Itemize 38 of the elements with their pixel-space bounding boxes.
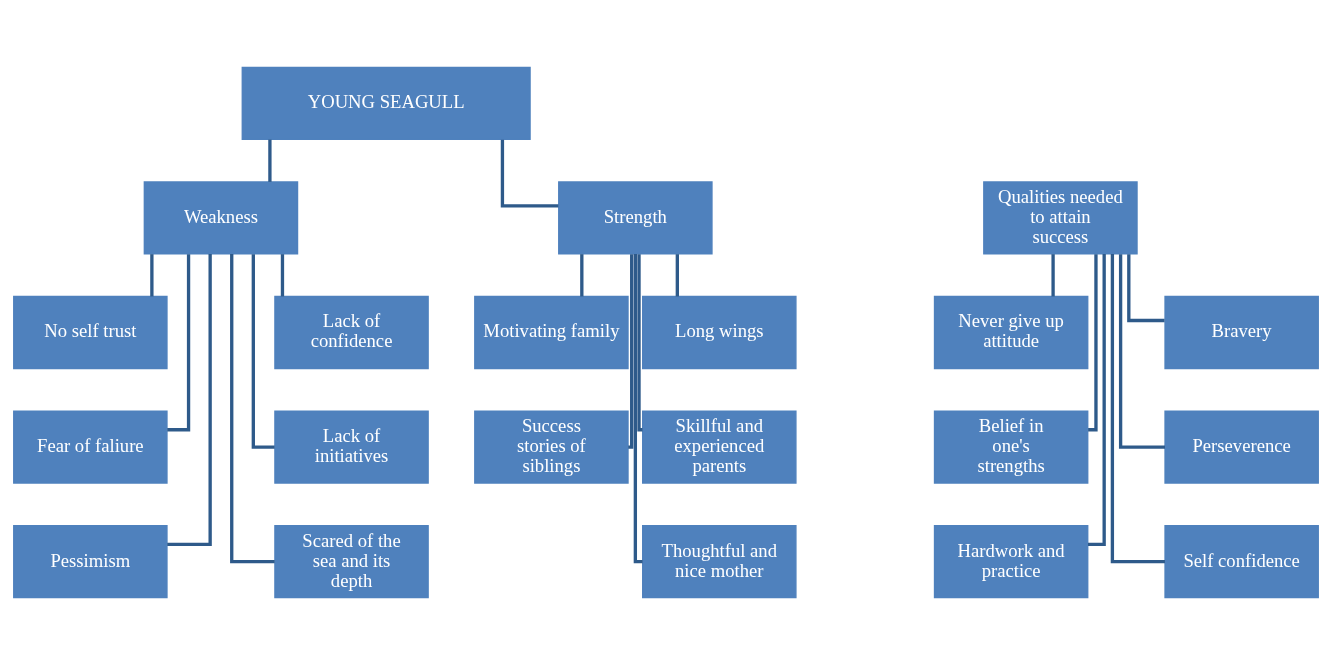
connector: [637, 253, 643, 431]
node-box: Motivating family: [474, 295, 629, 369]
connector: [1087, 253, 1106, 546]
connector: [1110, 253, 1165, 563]
node-box: Belief in one's strengths: [933, 409, 1089, 484]
connector: [675, 253, 679, 296]
node-box: Qualities needed to attain success: [983, 180, 1138, 255]
node-box: YOUNG SEAGULL: [241, 66, 531, 140]
connector: [628, 253, 634, 449]
connector: [1051, 253, 1055, 296]
node-box: No self trust: [13, 295, 168, 369]
node-box: Strength: [558, 180, 713, 255]
connector: [633, 253, 643, 563]
node-box: Never give up attitude: [933, 295, 1089, 369]
node-box: Long wings: [642, 295, 797, 369]
node-box: Perseverence: [1164, 409, 1319, 484]
node-box: Skillful and experienced parents: [642, 409, 797, 484]
connector: [150, 253, 154, 296]
connector: [280, 253, 285, 296]
node-box: Pessimism: [13, 524, 168, 598]
connector: [1088, 253, 1098, 431]
node-box: Self confidence: [1164, 524, 1319, 598]
connector: [167, 253, 212, 546]
node-box: Hardwork and practice: [933, 524, 1089, 598]
node-box: Weakness: [143, 180, 299, 255]
connector: [1127, 253, 1165, 322]
connector: [1118, 253, 1165, 449]
node-box: Bravery: [1164, 295, 1319, 369]
connector: [580, 253, 584, 296]
node-box: Fear of faliure: [13, 409, 168, 484]
node-box: Success stories of siblings: [474, 409, 629, 484]
connector: [500, 139, 559, 208]
node-box: Scared of the sea and its depth: [274, 524, 429, 598]
connector: [230, 253, 275, 563]
node-box: Lack of confidence: [274, 295, 429, 369]
node-box: Lack of initiatives: [274, 409, 429, 484]
connector: [268, 139, 272, 182]
node-box: Thoughtful and nice mother: [642, 524, 797, 598]
